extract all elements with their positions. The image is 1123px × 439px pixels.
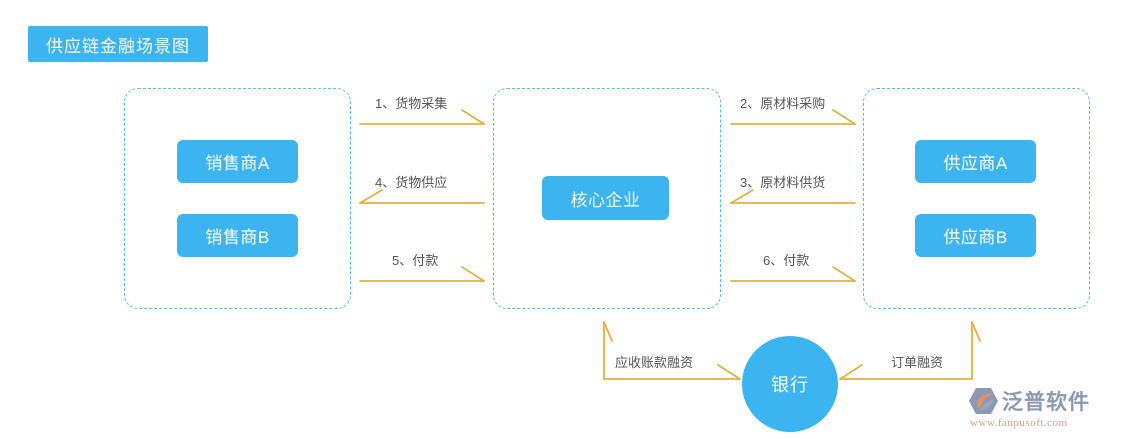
entity-supplier-a[interactable]: 供应商A: [915, 140, 1036, 183]
core-group-box: [493, 88, 721, 309]
sellers-group-box: [124, 88, 351, 309]
page-title: 供应链金融场景图: [46, 36, 190, 56]
arrow-flow-3: [730, 189, 856, 204]
entity-bank[interactable]: 银行: [742, 336, 838, 432]
entity-seller-a[interactable]: 销售商A: [177, 140, 298, 183]
financing-label-receivable: 应收账款融资: [615, 355, 694, 370]
page-title-banner: 供应链金融场景图: [28, 26, 208, 62]
watermark-brand: 泛普软件: [1002, 391, 1090, 414]
entity-seller-b-label: 销售商B: [205, 228, 270, 247]
financing-label-order: 订单融资: [891, 355, 944, 370]
entity-seller-b[interactable]: 销售商B: [177, 214, 298, 257]
arrow-flow-1: [359, 109, 485, 125]
arrow-flow-2: [730, 109, 856, 125]
entity-seller-a-label: 销售商A: [205, 154, 270, 173]
watermark: 泛普软件 www.fanpusoft.com: [968, 386, 1118, 434]
entity-supplier-a-label: 供应商A: [943, 154, 1008, 173]
suppliers-group-box: [863, 88, 1090, 309]
arrow-flow-5: [359, 266, 485, 282]
flow-label-2: 2、原材料采购: [740, 96, 826, 111]
flow-label-4: 4、货物供应: [375, 175, 448, 190]
watermark-url: www.fanpusoft.com: [970, 417, 1068, 429]
arrow-flow-4: [359, 189, 485, 204]
entity-supplier-b-label: 供应商B: [943, 228, 1008, 247]
flow-label-3: 3、原材料供货: [740, 175, 826, 190]
fanpu-logo-icon: [969, 388, 998, 414]
entity-core-enterprise[interactable]: 核心企业: [542, 176, 669, 220]
entity-supplier-b[interactable]: 供应商B: [915, 214, 1036, 257]
arrow-flow-6: [730, 266, 856, 282]
flow-label-1: 1、货物采集: [375, 96, 448, 111]
entity-core-enterprise-label: 核心企业: [570, 190, 641, 210]
flow-label-6: 6、付款: [763, 253, 810, 268]
flow-label-5: 5、付款: [392, 253, 439, 268]
entity-bank-label: 银行: [771, 375, 809, 395]
